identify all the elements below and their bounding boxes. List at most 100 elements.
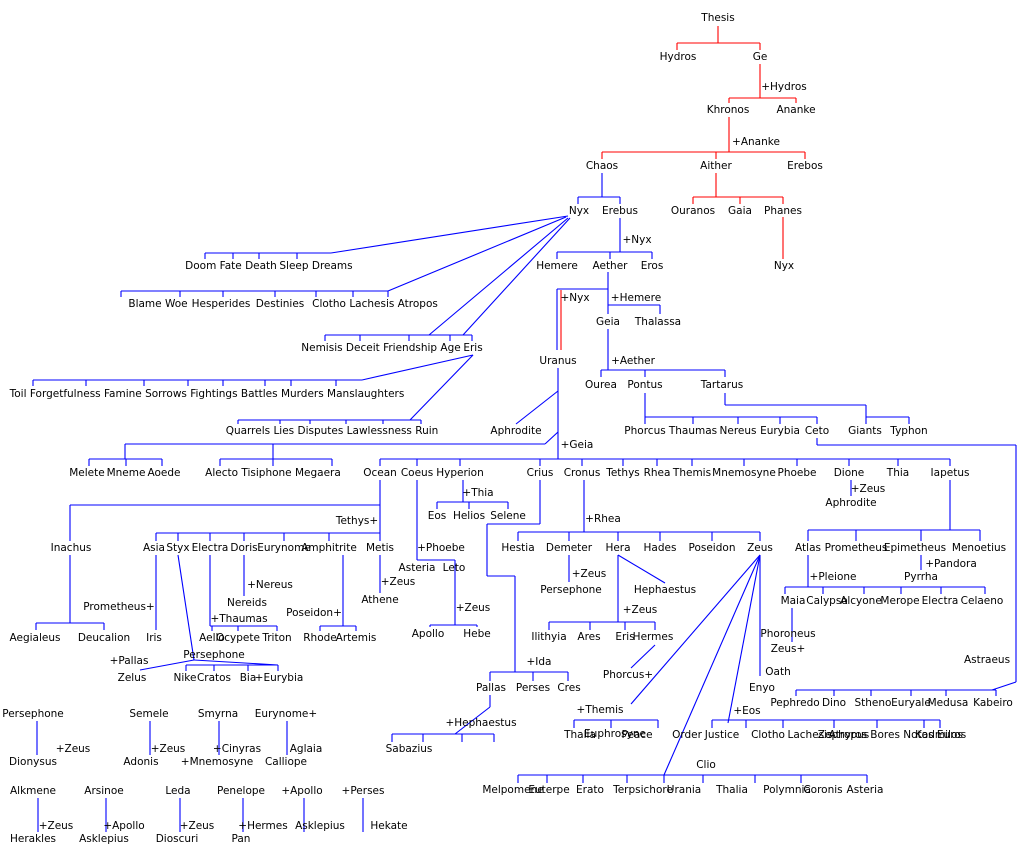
deity-label: Ilithyia [531, 631, 566, 643]
divine-connector [454, 706, 491, 735]
deity-label: Uranus [539, 355, 576, 367]
union-label: +Perses [342, 785, 385, 797]
union-label: +Aether [611, 355, 655, 367]
divine-connector [630, 554, 761, 705]
deity-label: Atropus [829, 729, 869, 741]
deity-label: Typhon [889, 425, 927, 437]
deity-label: Enyo [749, 682, 775, 694]
union-label: +Apollo [281, 785, 322, 797]
union-label: +Zeus [56, 743, 91, 755]
deity-label: Arsinoe [84, 785, 123, 797]
deity-label: Erato [576, 784, 604, 796]
deity-label: Pallas [476, 682, 506, 694]
deity-label: Nemisis Deceit Friendship Age [301, 342, 460, 354]
union-label: +Hermes [238, 820, 287, 832]
union-label: +Zeus [456, 602, 491, 614]
deity-label: Quarrels Lies Disputes Lawlessness Ruin [226, 425, 439, 437]
deity-label: Ocypete [216, 632, 260, 644]
deity-label: Merope [880, 595, 919, 607]
deity-label: Aoede [147, 467, 180, 479]
divine-connector [330, 215, 569, 254]
divine-connector [409, 354, 474, 421]
deity-label: Hermes [633, 631, 674, 643]
union-label: +Zeus [39, 820, 74, 832]
deity-label: Melpomene [482, 784, 543, 796]
union-label: +Geia [561, 439, 594, 451]
deity-label: Khronos [707, 104, 750, 116]
deity-label: Helios [453, 510, 485, 522]
deity-label: Hekate [370, 820, 407, 832]
deity-label: Selene [490, 510, 526, 522]
deity-label: Mneme [107, 467, 146, 479]
divine-connector [139, 659, 195, 671]
deity-label: Polymnia [763, 784, 811, 796]
deity-label: Ourea [585, 379, 617, 391]
union-label: +Zeus [851, 483, 886, 495]
union-label: +Mnemosyne [181, 756, 253, 768]
union-label: +Hephaestus [445, 717, 516, 729]
deity-label: Ceto [805, 425, 829, 437]
deity-label: Crius [527, 467, 554, 479]
deity-label: Chaos [586, 160, 618, 172]
union-label: Poseidon+ [286, 607, 342, 619]
deity-label: Dionysus [9, 756, 57, 768]
deity-label: Phanes [764, 205, 802, 217]
deity-label: Giants [848, 425, 882, 437]
deity-label: Pontus [627, 379, 662, 391]
deity-label: Alkmene [10, 785, 56, 797]
deity-label: Demeter [546, 542, 593, 554]
deity-label: Ge [753, 51, 768, 63]
deity-label: Smyrna [198, 708, 238, 720]
deity-label: Pan [232, 833, 251, 845]
deity-label: Euphrosyne [584, 728, 646, 740]
deity-label: Themis [672, 467, 711, 479]
deity-label: Hydros [660, 51, 697, 63]
divine-connector [387, 216, 567, 292]
deity-label: Styx [166, 542, 189, 554]
deity-label: Maia [781, 595, 806, 607]
deity-label: Cronus [564, 467, 601, 479]
deity-label: Mnemosyne [712, 467, 776, 479]
deity-label: Athene [361, 594, 398, 606]
deity-label: Electra [922, 595, 959, 607]
deity-label: Erebus [602, 205, 638, 217]
deity-label: Hesperides [192, 298, 251, 310]
divine-connector [361, 354, 474, 381]
deity-label: Asia [143, 542, 165, 554]
divine-connector [991, 681, 1017, 691]
deity-label: Hera [605, 542, 630, 554]
deity-label: Rhode [303, 632, 337, 644]
deity-label: Eris [463, 342, 482, 354]
deity-label: Coronis [803, 784, 842, 796]
deity-label: Kabeiro [973, 697, 1013, 709]
deity-label: Euterpe [528, 784, 569, 796]
deity-label: Hemere [536, 260, 578, 272]
deity-label: Amphitrite [301, 542, 357, 554]
deity-label: Zelus [118, 672, 147, 684]
deity-label: Doris [230, 542, 257, 554]
deity-label: Sabazius [386, 743, 433, 755]
deity-label: Aegialeus [10, 632, 61, 644]
union-label: +Apollo [103, 820, 144, 832]
deity-label: Sleep Dreams [279, 260, 352, 272]
union-label: Zeus+ [771, 643, 806, 655]
divine-connector [663, 554, 761, 776]
deity-label: Urania [667, 784, 701, 796]
deity-label: Bia [240, 672, 257, 684]
union-label: +Hydros [761, 81, 807, 93]
deity-label: Asteria [399, 562, 436, 574]
divine-connector [193, 659, 279, 666]
deity-label: Gaia [728, 205, 752, 217]
deity-label: Deucalion [78, 632, 130, 644]
deity-label: Toil Forgetfulness Famine Sorrows Fighti… [9, 388, 405, 400]
deity-label: Blame Woe [128, 298, 187, 310]
deity-label: Oath [765, 666, 790, 678]
deity-label: Hyperion [436, 467, 484, 479]
union-label: +Ananke [732, 136, 780, 148]
deity-label: Hebe [463, 628, 490, 640]
deity-label: Eurynome [257, 542, 311, 554]
deity-label: Hestia [501, 542, 534, 554]
union-label: +Zeus [623, 604, 658, 616]
